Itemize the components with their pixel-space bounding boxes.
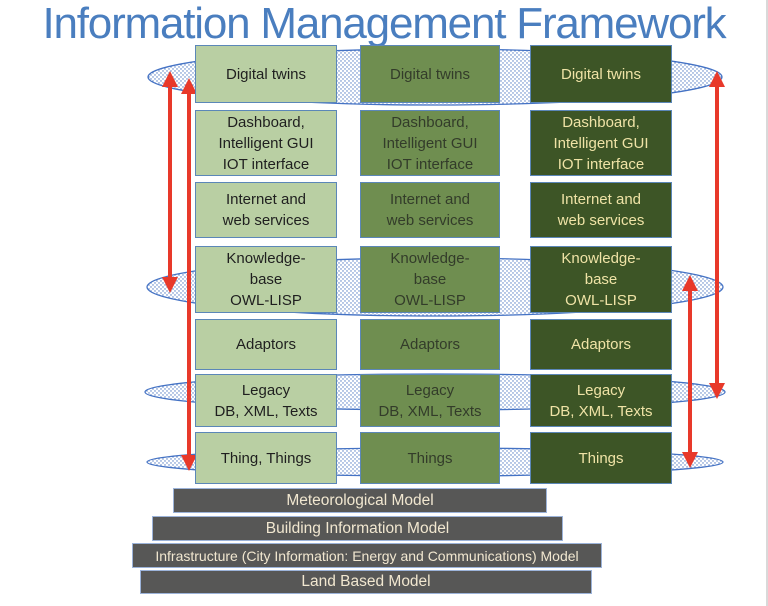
box-internet-col1: Internet and web services: [195, 182, 337, 238]
box-adaptors-col2: Adaptors: [360, 319, 500, 370]
red-double-arrow-left-outer: [162, 71, 178, 293]
page-title: Information Management Framework: [42, 0, 726, 48]
box-adaptors-col1: Adaptors: [195, 319, 337, 370]
box-legacy-col2: Legacy DB, XML, Texts: [360, 374, 500, 427]
box-knowledge-base-col3: Knowledge- base OWL-LISP: [530, 246, 672, 313]
box-internet-col2: Internet and web services: [360, 182, 500, 238]
box-things-col2: Things: [360, 432, 500, 484]
model-bar-meteorological: Meteorological Model: [173, 488, 547, 513]
red-double-arrow-right-outer: [709, 71, 725, 399]
box-internet-col3: Internet and web services: [530, 182, 672, 238]
model-bar-building-information: Building Information Model: [152, 516, 563, 541]
model-bar-infrastructure: Infrastructure (City Information: Energy…: [132, 543, 602, 568]
box-legacy-col1: Legacy DB, XML, Texts: [195, 374, 337, 427]
box-dashboard-col2: Dashboard, Intelligent GUI IOT interface: [360, 110, 500, 176]
box-knowledge-base-col2: Knowledge- base OWL-LISP: [360, 246, 500, 313]
box-things-col3: Things: [530, 432, 672, 484]
box-things-col1: Thing, Things: [195, 432, 337, 484]
red-double-arrow-left-inner: [181, 78, 197, 471]
box-dashboard-col1: Dashboard, Intelligent GUI IOT interface: [195, 110, 337, 176]
model-bar-land-based: Land Based Model: [140, 570, 592, 594]
box-digital-twins-col1: Digital twins: [195, 45, 337, 103]
box-legacy-col3: Legacy DB, XML, Texts: [530, 374, 672, 427]
red-double-arrow-right-inner: [682, 275, 698, 468]
box-adaptors-col3: Adaptors: [530, 319, 672, 370]
box-digital-twins-col2: Digital twins: [360, 45, 500, 103]
box-digital-twins-col3: Digital twins: [530, 45, 672, 103]
box-dashboard-col3: Dashboard, Intelligent GUI IOT interface: [530, 110, 672, 176]
box-knowledge-base-col1: Knowledge- base OWL-LISP: [195, 246, 337, 313]
